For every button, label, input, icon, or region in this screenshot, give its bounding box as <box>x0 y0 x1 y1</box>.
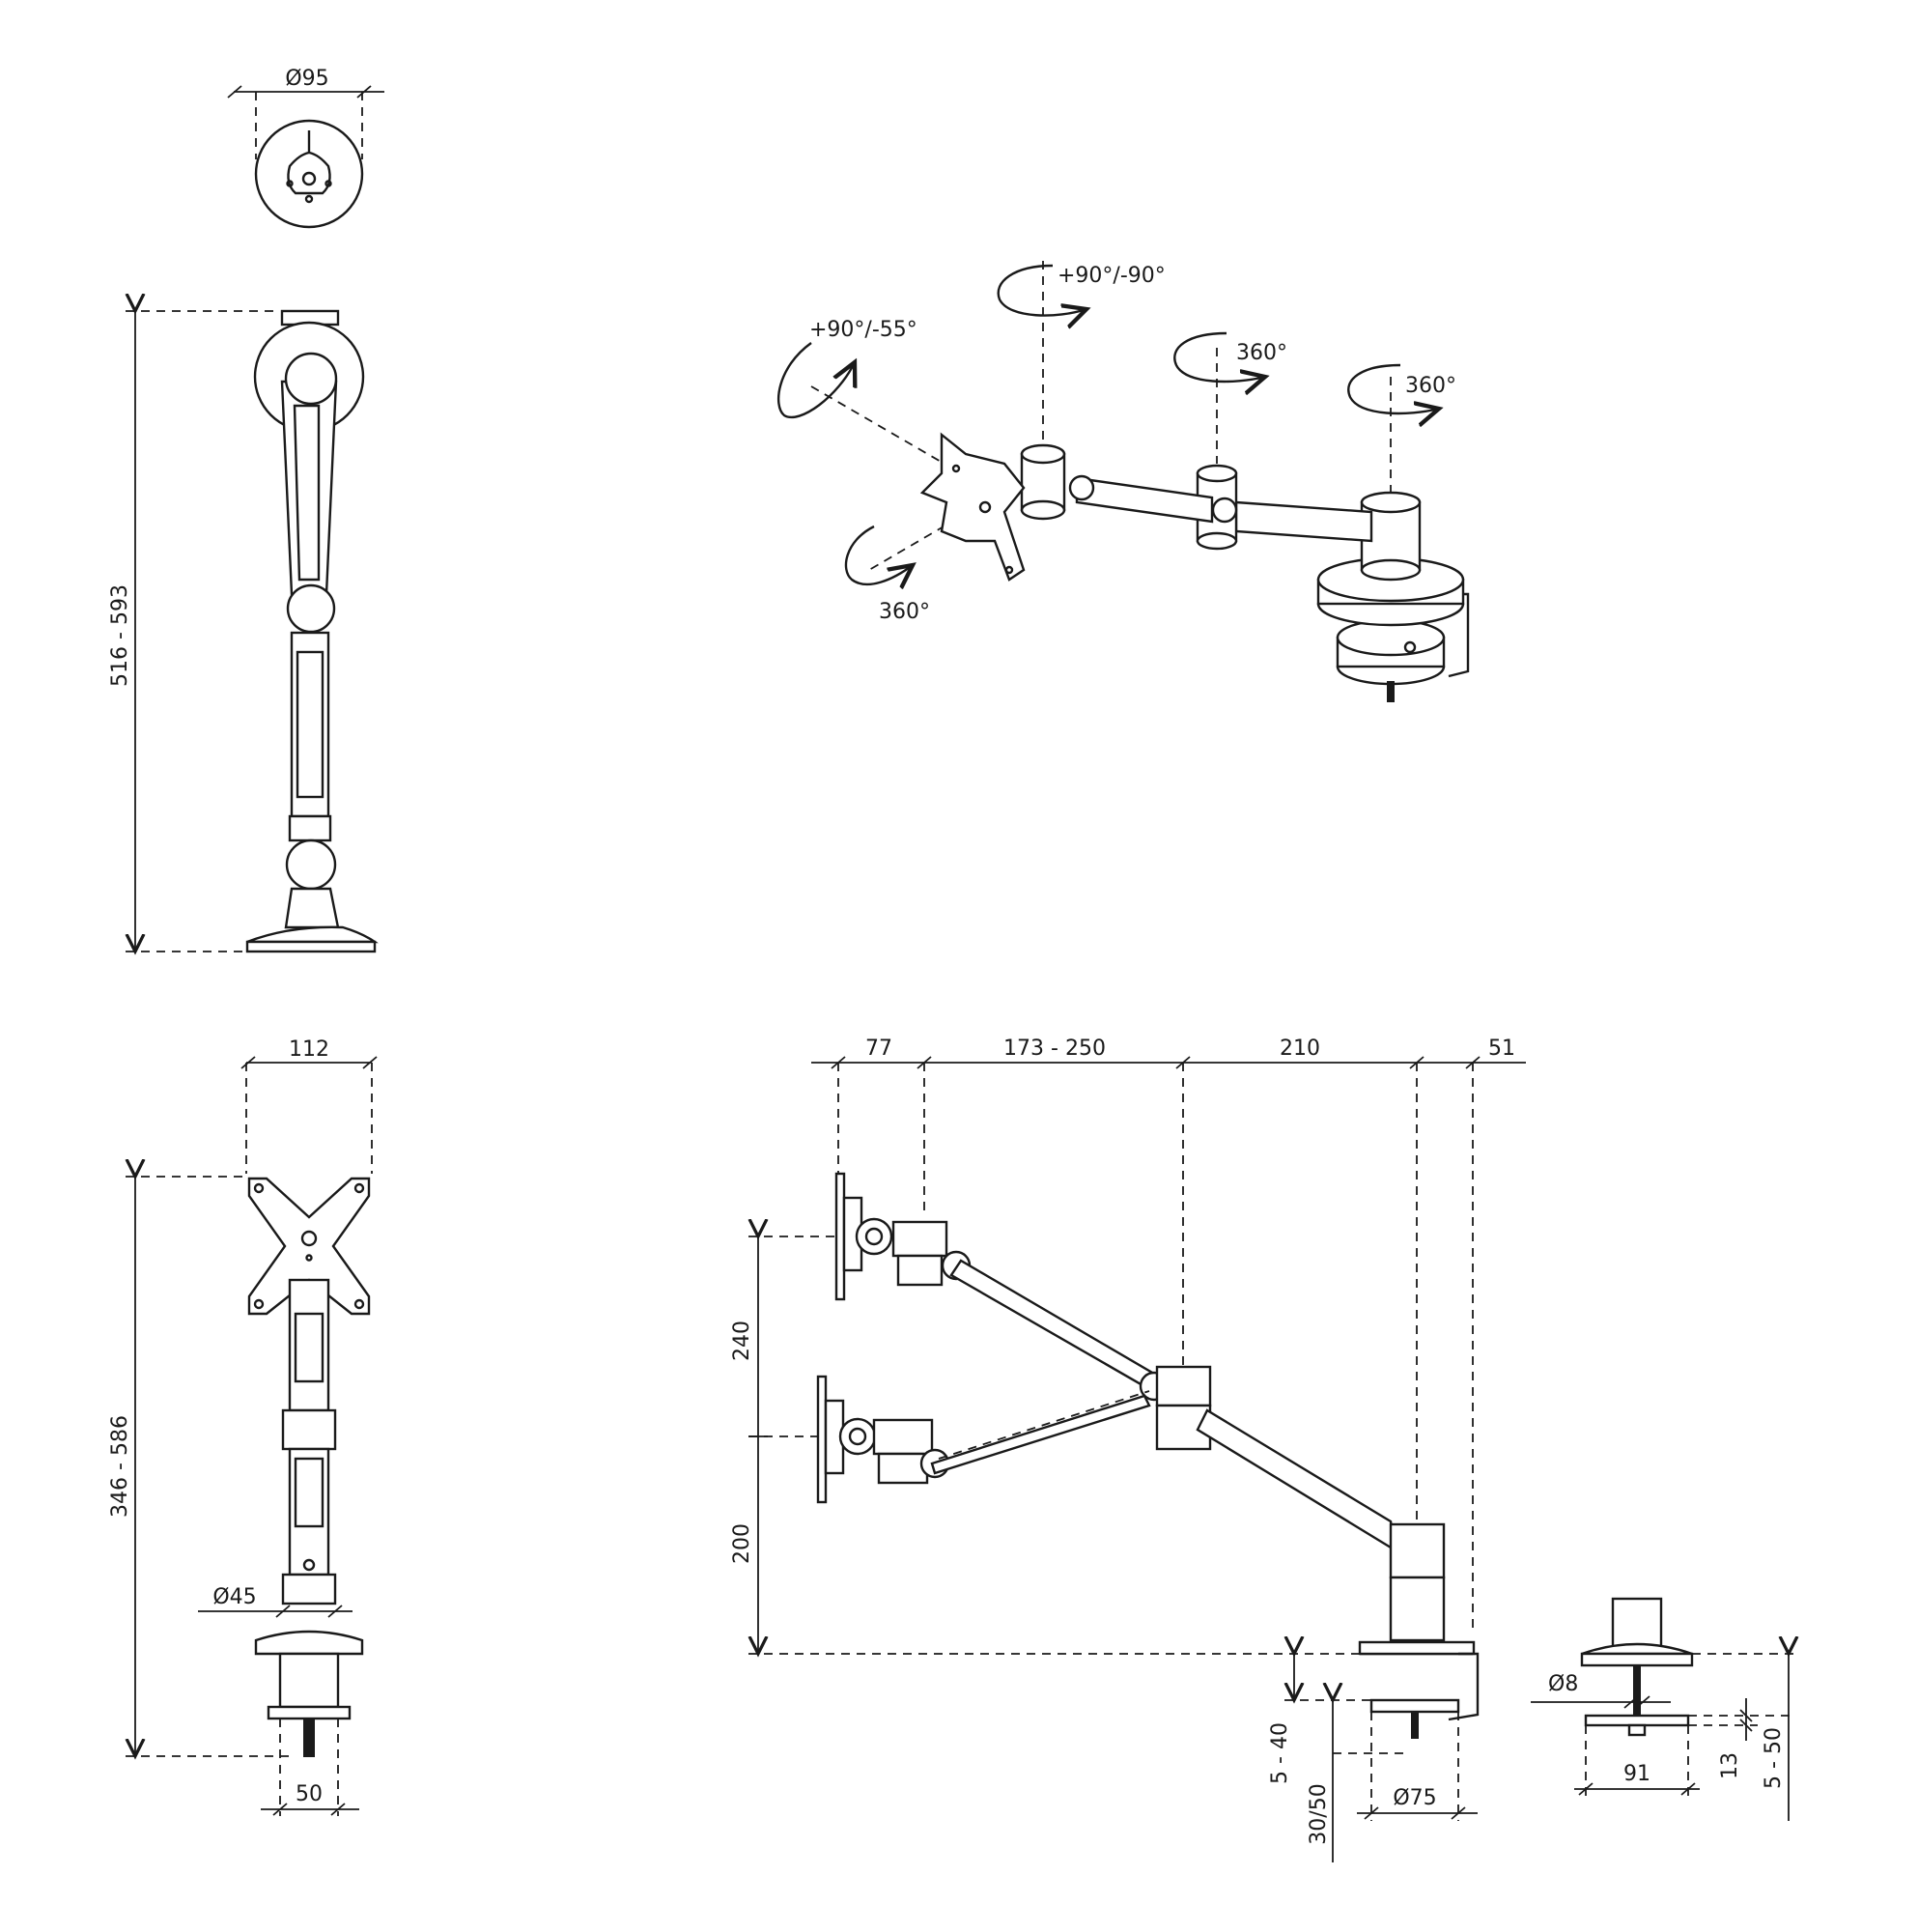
reach-plate-label: 77 <box>865 1037 892 1061</box>
clamp-diameter-label: Ø75 <box>1393 1786 1436 1810</box>
reach-clamp-label: 51 <box>1488 1037 1515 1061</box>
front-clamp-width-label: 50 <box>296 1782 323 1806</box>
front-width-label: 112 <box>289 1037 329 1062</box>
extension-view: 77 173 - 250 210 51 240 200 <box>730 1037 1526 1862</box>
rotate-plate-label: 360° <box>879 600 930 624</box>
top-diameter-label: Ø95 <box>285 67 328 91</box>
grommet-detail: Ø8 5 - 50 13 91 <box>1531 1597 1796 1821</box>
height-lower-label: 200 <box>730 1523 754 1564</box>
tilt-label: +90°/-55° <box>809 318 917 342</box>
side-height-label: 516 - 593 <box>108 584 132 687</box>
clamp-offset-label: 30/50 <box>1307 1783 1331 1844</box>
joint-base-label: 360° <box>1405 374 1456 398</box>
joint-mid-label: 360° <box>1236 341 1287 365</box>
front-height-label: 346 - 586 <box>108 1415 132 1518</box>
swivel-head-label: +90°/-90° <box>1058 264 1166 288</box>
plate-width-label: 91 <box>1623 1762 1650 1786</box>
height-upper-label: 240 <box>730 1321 754 1361</box>
front-view: 112 346 - 586 Ø45 50 <box>108 1037 378 1816</box>
bolt-diameter-label: Ø8 <box>1548 1672 1578 1696</box>
desk-thickness-label: 5 - 40 <box>1268 1722 1292 1784</box>
top-view: Ø95 <box>227 67 384 229</box>
front-pole-diameter-label: Ø45 <box>212 1585 256 1609</box>
grommet-desk-thickness-label: 5 - 50 <box>1762 1727 1786 1789</box>
isometric-view: +90°/-55° +90°/-90° 360° 360° 360° <box>776 261 1470 702</box>
reach-base-arm-label: 210 <box>1280 1037 1320 1061</box>
plate-thickness-label: 13 <box>1718 1752 1742 1779</box>
reach-arm-label: 173 - 250 <box>1003 1037 1106 1061</box>
side-view: 516 - 593 <box>108 311 379 952</box>
